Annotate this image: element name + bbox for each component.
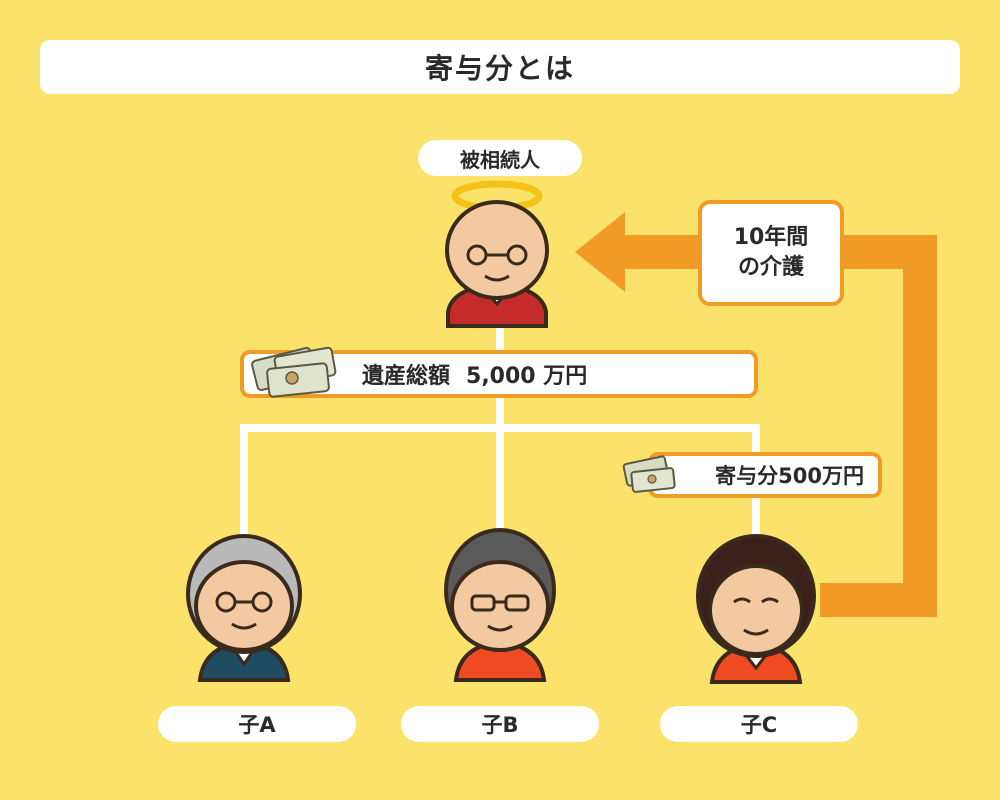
contribution-box: 寄与分500万円: [648, 452, 882, 498]
care-box: 10年間 の介護: [698, 200, 844, 306]
decedent-label: 被相続人: [418, 140, 582, 176]
child-c-figure: [696, 534, 816, 684]
child-c-label: 子C: [660, 706, 858, 742]
decedent-face: [445, 200, 549, 300]
care-line-2: の介護: [737, 255, 804, 280]
child-b-label: 子B: [401, 706, 599, 742]
estate-label: 遺産総額: [362, 364, 451, 389]
estate-amount: 5,000 万円: [466, 364, 588, 389]
child-a-label: 子A: [158, 706, 356, 742]
page-title: 寄与分とは: [40, 40, 960, 94]
care-line-1: 10年間: [733, 225, 809, 251]
care-arrow-head: [575, 212, 625, 292]
child-a-figure: [186, 534, 302, 682]
contribution-label: 寄与分500万円: [715, 464, 864, 488]
child-b-figure: [444, 528, 556, 682]
